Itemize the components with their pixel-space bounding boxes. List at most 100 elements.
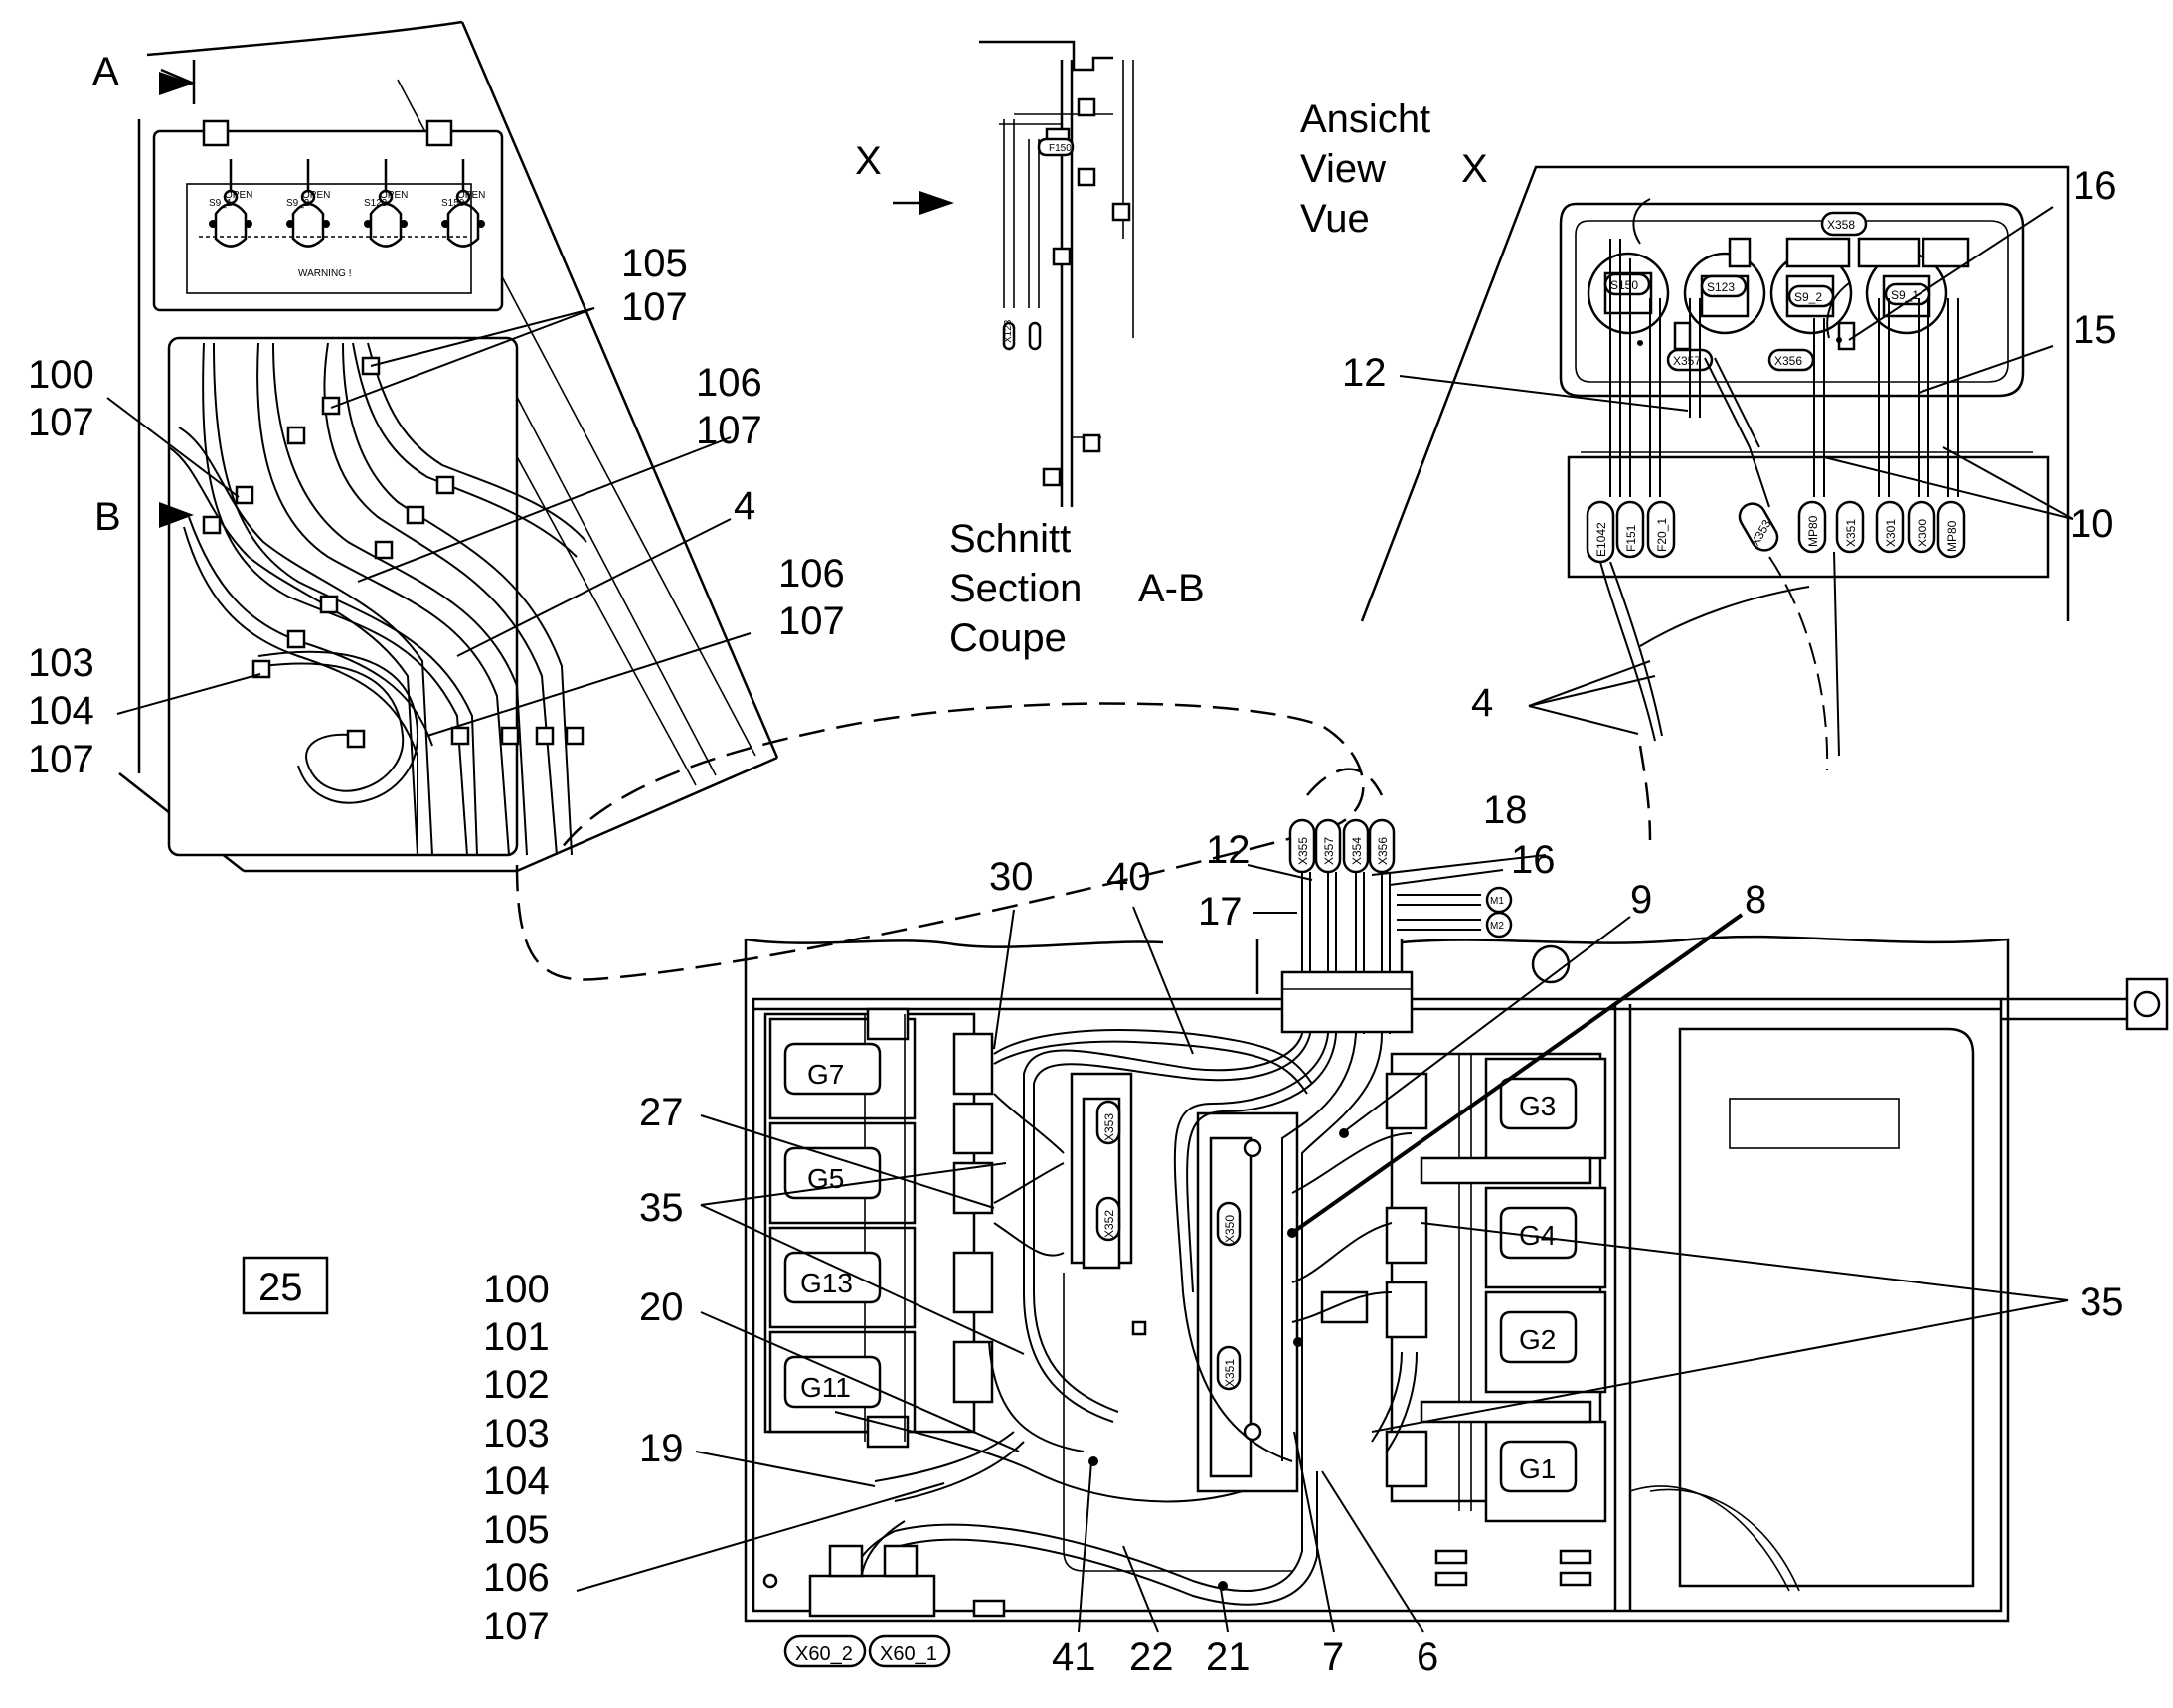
ref-106: 106	[483, 1556, 550, 1600]
section-ab-line3: Coupe	[949, 616, 1067, 660]
section-ab-line1: Schnitt	[949, 517, 1071, 561]
tag-x358: X358	[1827, 218, 1855, 232]
callout-12: 12	[1206, 828, 1251, 872]
terminal-strips: X353 X352 X350 X351	[1063, 1072, 1369, 1572]
reference-block: 25 100 101 102 103 104 105 106 107	[242, 1256, 550, 1648]
switch-3: S123 OPEN	[364, 159, 408, 248]
callout-41: 41	[1052, 1635, 1096, 1679]
module-g13: G13	[800, 1268, 853, 1298]
open-label: OPEN	[302, 190, 330, 201]
callout-100: 100	[28, 353, 94, 397]
callout-numbers: 105 107 100 107 106 107 4 106 107 103 10…	[28, 164, 2124, 1679]
tag-e1042: E1042	[1594, 522, 1608, 557]
ref-102: 102	[483, 1363, 550, 1407]
section-marker-b: B	[94, 495, 194, 539]
section-ab-letters: A-B	[1138, 567, 1205, 610]
ref-103: 103	[483, 1412, 550, 1455]
callout-4: 4	[1471, 681, 1493, 725]
module-g11: G11	[800, 1372, 851, 1403]
tag-x356: X356	[1774, 354, 1802, 368]
switch-label: S150	[441, 198, 465, 209]
tag-x355: X355	[1296, 837, 1310, 865]
tag-x357: X357	[1322, 837, 1336, 865]
callout-17: 17	[1198, 890, 1243, 934]
view-x-arrow: X	[855, 139, 954, 215]
module-g3: G3	[1519, 1091, 1556, 1121]
dashed-routing	[515, 702, 1652, 981]
callout-22: 22	[1129, 1635, 1174, 1679]
tag-m2: M2	[1490, 921, 1504, 932]
view-x-line3: Vue	[1300, 197, 1370, 241]
cable-clamps	[202, 356, 585, 749]
tag-mp80-b: MP80	[1945, 520, 1959, 552]
tag-mp80-a: MP80	[1806, 515, 1820, 547]
switch-1: S9_1 OPEN	[209, 159, 252, 248]
section-letter-a: A	[92, 50, 119, 93]
callout-leaders	[106, 206, 2074, 1633]
callout-6: 6	[1417, 1635, 1438, 1679]
view-x-line1: Ansicht	[1300, 97, 1430, 141]
callout-4: 4	[734, 484, 755, 528]
tag-x356: X356	[1376, 837, 1390, 865]
tag-x301: X301	[1884, 519, 1898, 547]
tag-x357: X357	[1673, 354, 1701, 368]
tag-x350: X350	[1223, 1215, 1237, 1243]
callout-107: 107	[28, 738, 94, 781]
callout-107: 107	[621, 285, 688, 329]
callout-10: 10	[2070, 502, 2114, 546]
callout-40: 40	[1106, 855, 1151, 899]
plug-x60-1: X60_1	[880, 1643, 937, 1665]
tag-s9-1: S9_1	[1891, 288, 1919, 302]
tag-s150: S150	[1610, 278, 1638, 292]
view-x-line2: View	[1300, 147, 1386, 191]
switch-label: S9_2	[286, 198, 310, 209]
callout-35: 35	[639, 1186, 684, 1230]
tag-s123: S123	[1707, 280, 1735, 294]
module-g1: G1	[1519, 1453, 1556, 1484]
section-tag-x123: X123	[1003, 319, 1014, 343]
ref-105: 105	[483, 1508, 550, 1552]
tag-m1: M1	[1490, 896, 1504, 907]
callout-8: 8	[1745, 878, 1766, 922]
top-connectors: X355 X357 X354 X356 M1 M2	[1280, 818, 1513, 1034]
ref-101: 101	[483, 1315, 550, 1359]
callout-20: 20	[639, 1285, 684, 1329]
callout-9: 9	[1630, 878, 1652, 922]
callout-18: 18	[1483, 788, 1528, 832]
tag-s9-2: S9_2	[1794, 290, 1822, 304]
main-harness	[834, 1029, 1418, 1606]
callout-106: 106	[696, 361, 762, 405]
right-modules: G3 G4 G2 G1	[1385, 1052, 1607, 1587]
module-g2: G2	[1519, 1324, 1556, 1355]
callout-21: 21	[1206, 1635, 1251, 1679]
open-label: OPEN	[225, 190, 252, 201]
section-ab-line2: Section	[949, 567, 1082, 610]
left-modules: G7 G5 G13 G11	[763, 1007, 994, 1449]
boxed-number: 25	[258, 1266, 303, 1309]
tag-x354: X354	[1350, 837, 1364, 865]
callout-7: 7	[1322, 1635, 1344, 1679]
open-label: OPEN	[380, 190, 408, 201]
switch-label: S9_1	[209, 198, 233, 209]
section-ab-view: F150 X123	[979, 40, 1134, 507]
tag-x351: X351	[1844, 519, 1858, 547]
open-label: OPEN	[457, 190, 485, 201]
view-x-letter: X	[1461, 147, 1488, 191]
ref-100: 100	[483, 1268, 550, 1311]
cabinet-side-view	[118, 20, 779, 873]
panel-switches: S9_1 OPEN S9_2 OPEN S123 OPEN S150 OPEN …	[209, 159, 485, 279]
tag-f20-1: F20_1	[1655, 518, 1669, 552]
callout-16: 16	[2073, 164, 2117, 208]
callout-30: 30	[989, 855, 1034, 899]
callout-107: 107	[778, 599, 845, 643]
switch-4: S150 OPEN	[441, 159, 485, 248]
switch-panel	[152, 119, 504, 312]
tag-x352: X352	[1102, 1210, 1116, 1238]
plug-x60-2: X60_2	[795, 1643, 853, 1665]
callout-27: 27	[639, 1091, 684, 1134]
bottom-plugs: X60_2 X60_1	[783, 1544, 1006, 1668]
section-marker-a: A	[92, 50, 196, 104]
side-view-cables	[168, 342, 587, 856]
